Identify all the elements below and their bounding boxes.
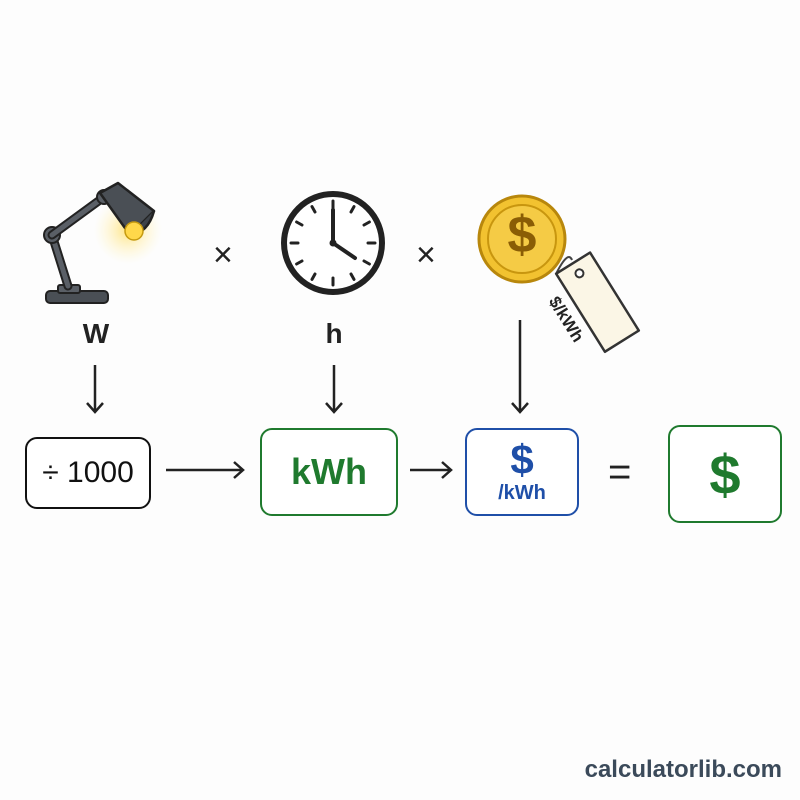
arrow-down-icon [325,365,343,414]
coin-dollar-symbol: $ [507,206,537,264]
power-unit-label: W [82,318,110,349]
rate-symbol: $ [510,436,534,483]
desk-lamp-icon [43,181,162,304]
energy-label: kWh [291,451,367,492]
divide-by-1000-box: ÷ 1000 [25,437,151,509]
equals-operator: = [608,450,632,494]
energy-kwh-box: kWh [260,428,398,516]
site-watermark: calculatorlib.com [584,756,782,783]
price-tag-icon [554,251,641,354]
time-unit-label: h [325,318,343,349]
total-cost-box: $ [668,425,782,523]
coin-icon [477,194,567,284]
arrow-right-icon [166,461,245,479]
multiply-operator-2: × [416,236,436,274]
multiply-operator-1: × [213,236,233,274]
arrow-down-icon [86,365,104,414]
clock-icon [281,191,385,295]
rate-per-kwh-box: $ /kWh [465,428,579,516]
arrow-right-icon [410,461,453,479]
arrow-down-icon [511,320,529,414]
rate-unit: /kWh [498,482,546,504]
cost-symbol: $ [709,442,741,506]
divide-label: ÷ 1000 [42,456,134,489]
